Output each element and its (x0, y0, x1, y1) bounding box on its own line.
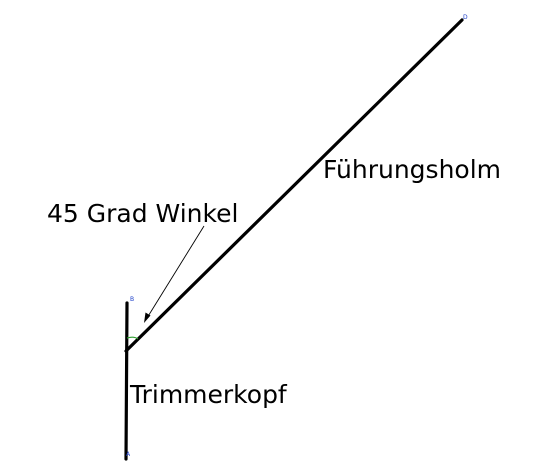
point-label-d: D (463, 14, 468, 21)
point-label-b: B (130, 296, 134, 303)
angle-pointer-arrow-line (146, 225, 205, 319)
trimmer-head-line (124, 301, 129, 461)
angle-pointer-arrowhead (144, 312, 151, 323)
point-label-a: A (126, 451, 131, 458)
label-guide-bar: Führungsholm (323, 155, 501, 184)
guide-bar-line (124, 18, 464, 353)
label-trimmer-head: Trimmerkopf (129, 380, 288, 409)
label-angle: 45 Grad Winkel (47, 199, 238, 228)
angle-arc (126, 336, 139, 340)
